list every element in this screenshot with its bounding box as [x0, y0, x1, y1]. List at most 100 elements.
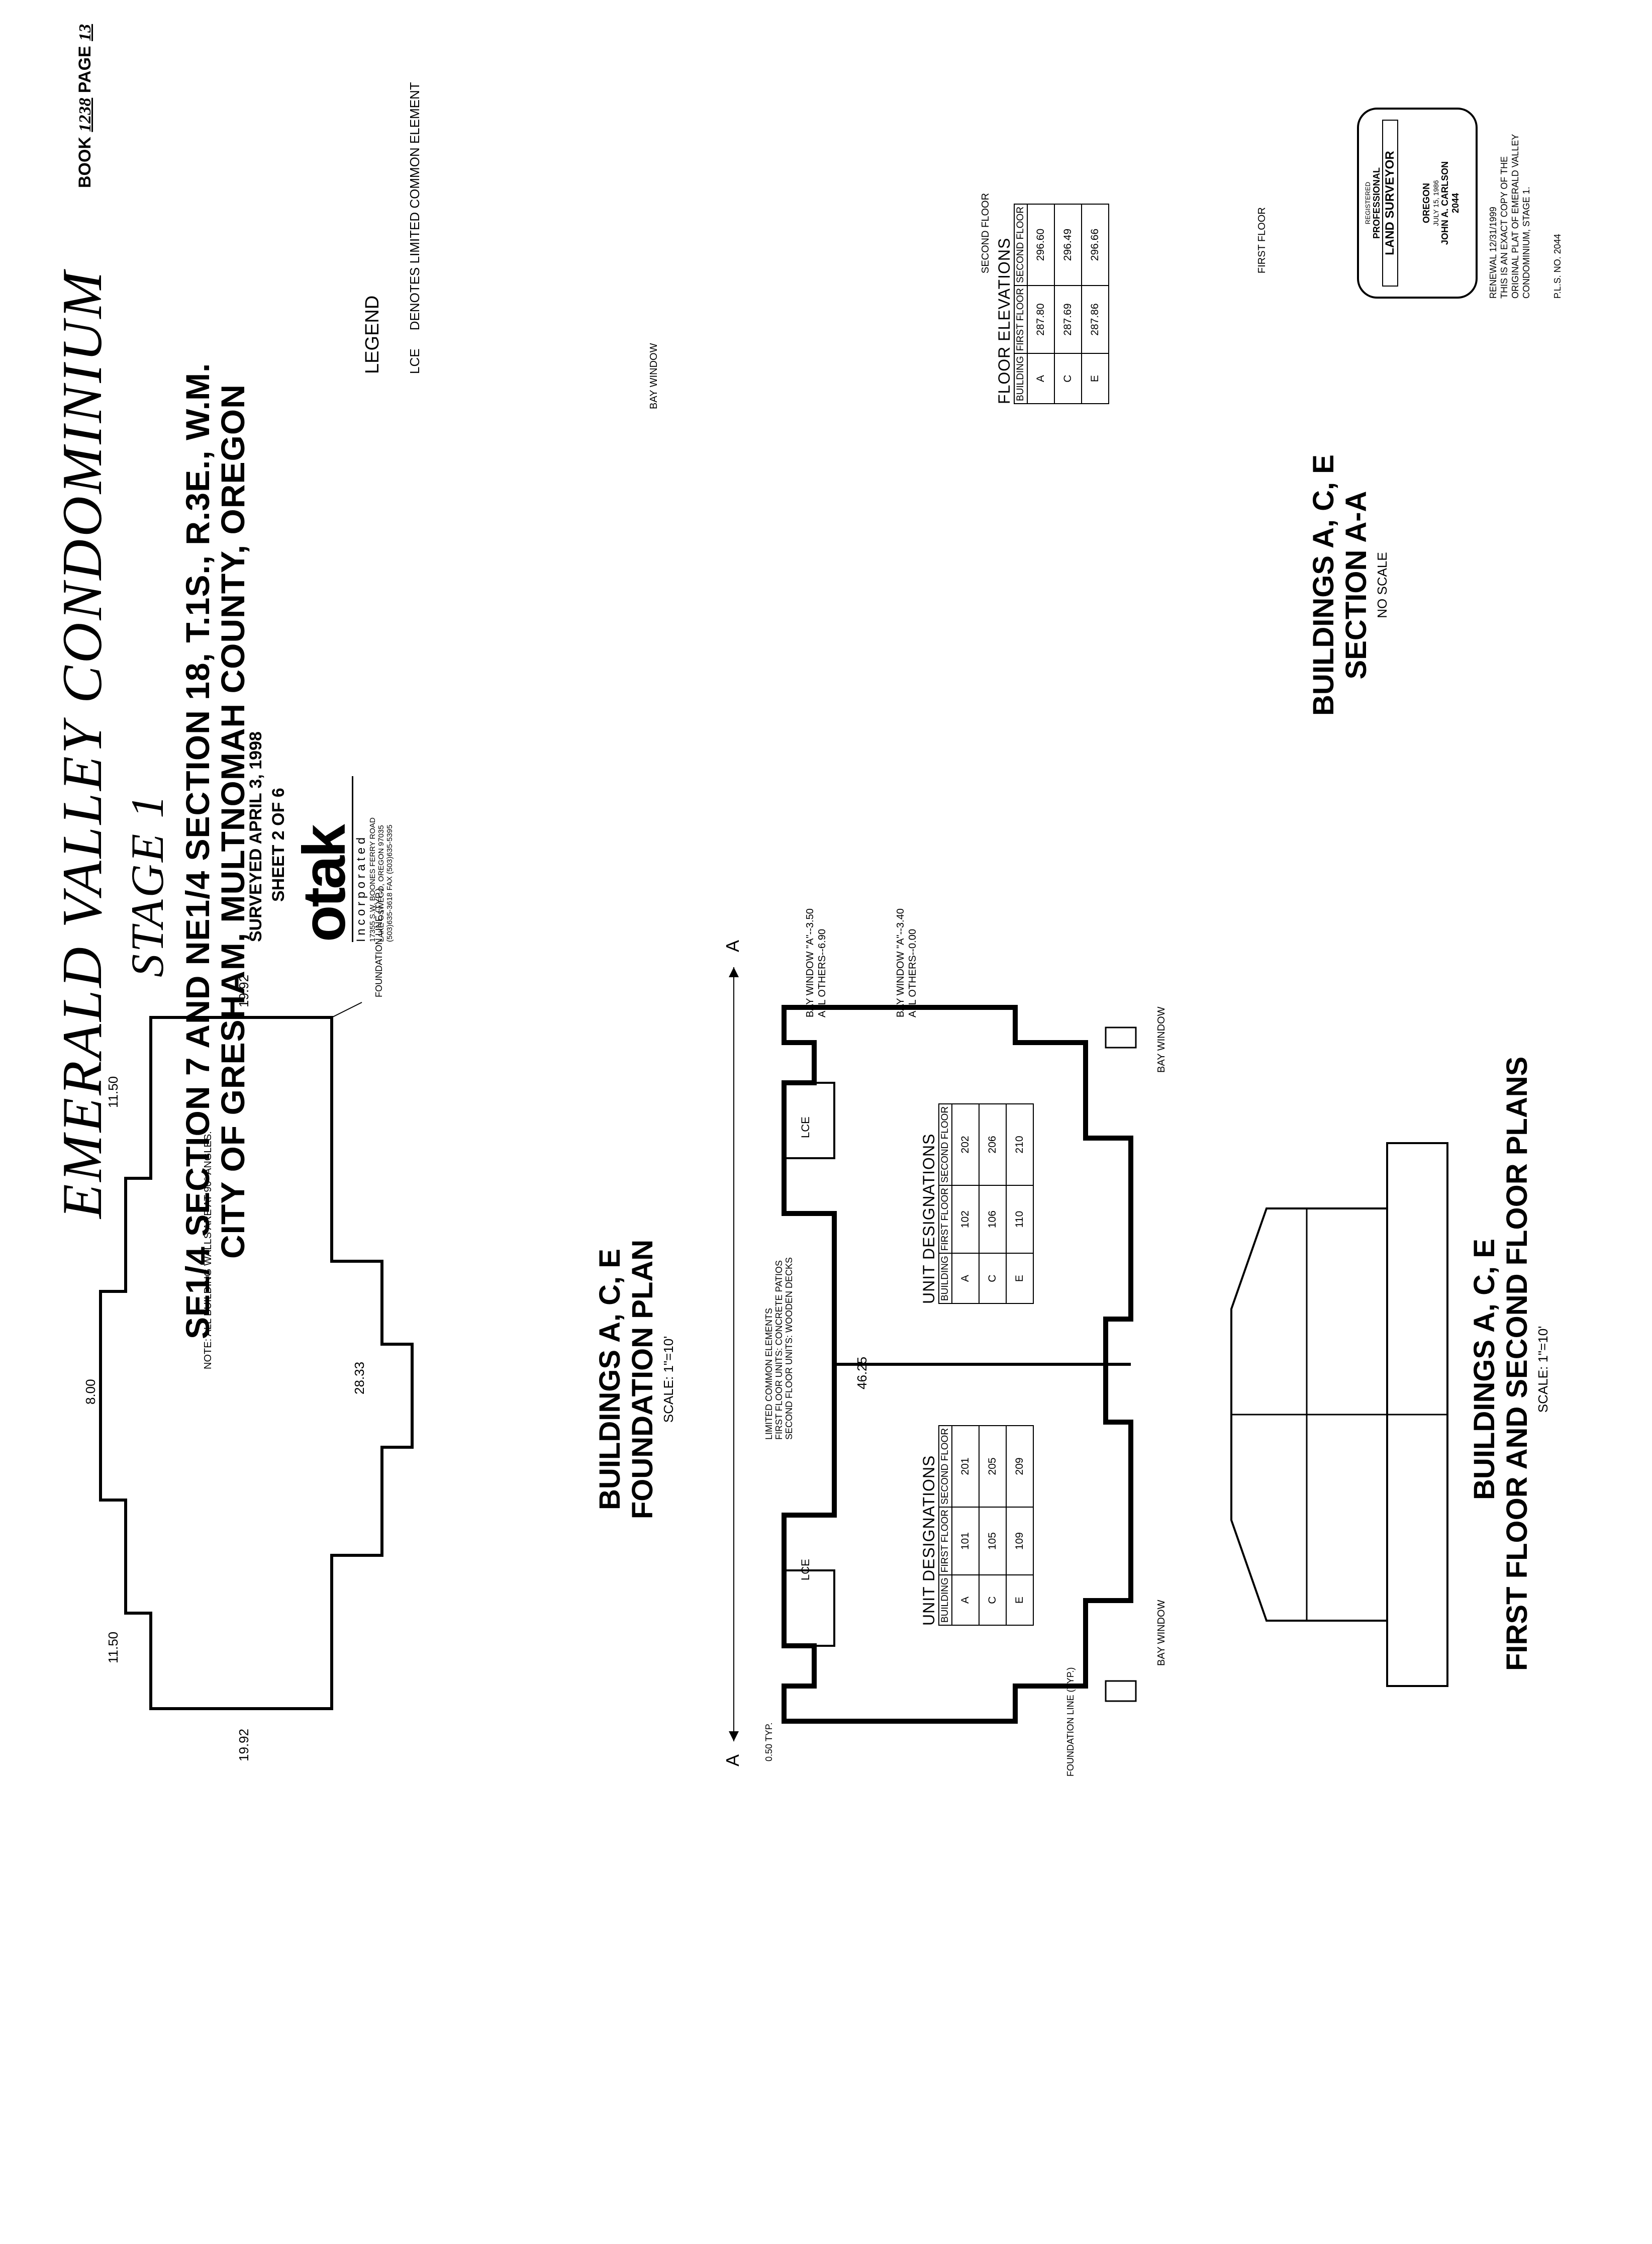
foundation-outline	[99, 1016, 414, 1710]
lce-note-line-3: SECOND FLOOR UNITS: WOODEN DECKS	[784, 1257, 794, 1440]
th: BUILDING	[939, 1253, 952, 1303]
foundation-dim: 28.33	[352, 1361, 367, 1394]
cell: A	[1027, 353, 1054, 404]
section-marker-right: A	[722, 940, 743, 952]
cell: 105	[979, 1507, 1006, 1575]
th: FIRST FLOOR	[939, 1507, 952, 1575]
signature-space	[1532, 134, 1552, 299]
section-upper-others: ALL OTHERS--6.90	[817, 929, 828, 1017]
th: FIRST FLOOR	[1014, 285, 1027, 354]
second-floor-label: SECOND FLOOR	[980, 193, 991, 273]
floorplan-outline	[782, 1005, 1133, 1724]
th: SECOND FLOOR	[939, 1425, 952, 1507]
section-upper-bay: BAY WINDOW "A"--3.50	[805, 908, 816, 1017]
typ-label: 0.50 TYP.	[764, 1722, 774, 1761]
th: BUILDING	[939, 1575, 952, 1625]
certification: RENEWAL 12/31/1999 THIS IS AN EXACT COPY…	[1488, 134, 1563, 299]
section-marker-left: A	[722, 1754, 743, 1766]
section-note-upper: BAY WINDOW "A"--3.50 ALL OTHERS--6.90	[804, 908, 828, 1017]
cell: 296.60	[1027, 204, 1054, 286]
floorplan-subtitle: FIRST FLOOR AND SECOND FLOOR PLANS	[1501, 1056, 1533, 1671]
section-lower-bay: BAY WINDOW "A"--3.40	[895, 908, 906, 1017]
bay-window-label-left: BAY WINDOW	[1156, 1600, 1167, 1666]
foundation-dim: 11.50	[106, 1076, 121, 1108]
foundation-subtitle: FOUNDATION PLAN	[626, 1239, 659, 1520]
stamp-number: 2044	[1450, 193, 1461, 214]
lce-patio-left	[783, 1569, 835, 1647]
unit-table-title: UNIT DESIGNATIONS	[920, 1455, 938, 1626]
th: BUILDING	[1014, 353, 1027, 404]
surveyor-stamp: REGISTERED PROFESSIONAL LAND SURVEYOR OR…	[1357, 108, 1478, 299]
foundation-title: BUILDINGS A, C, E	[594, 1249, 626, 1510]
cell: 296.66	[1082, 204, 1109, 286]
cell: 287.86	[1082, 285, 1109, 354]
bay-window-left	[1105, 1680, 1137, 1702]
floorplan-scale: SCALE: 1"=10'	[1535, 1326, 1550, 1413]
cell: C	[979, 1575, 1006, 1625]
foundation-line-label-fp: FOUNDATION LINE (TYP.)	[1065, 1667, 1076, 1776]
cert-line-3: CONDOMINIUM, STAGE 1.	[1521, 186, 1531, 299]
bay-window-right	[1105, 1026, 1137, 1049]
cell: 202	[952, 1103, 979, 1185]
cell: 109	[1006, 1507, 1033, 1575]
lce-label-left: LCE	[799, 1559, 812, 1580]
floorplan-title: BUILDINGS A, C, E	[1468, 1239, 1501, 1500]
cell: 205	[979, 1425, 1006, 1507]
section-title: BUILDINGS A, C, E	[1307, 454, 1340, 716]
lce-note-line-1: LIMITED COMMON ELEMENTS	[764, 1307, 774, 1440]
foundation-scale: SCALE: 1"=10'	[661, 1336, 676, 1423]
th: SECOND FLOOR	[939, 1103, 952, 1185]
lce-label-right: LCE	[799, 1116, 812, 1138]
section-subtitle: SECTION A-A	[1340, 491, 1373, 680]
stamp-date: JULY 15, 1986	[1432, 180, 1440, 226]
lce-note-line-2: FIRST FLOOR UNITS: CONCRETE PATIOS	[774, 1260, 784, 1440]
cell: A	[952, 1575, 979, 1625]
renewal: RENEWAL 12/31/1999	[1488, 207, 1498, 299]
stamp-signature	[1398, 110, 1421, 297]
lce-callout: LIMITED COMMON ELEMENTS FIRST FLOOR UNIT…	[764, 1257, 794, 1440]
first-floor-label: FIRST FLOOR	[1256, 207, 1268, 273]
cell: C	[979, 1253, 1006, 1303]
section-bay-window-label: BAY WINDOW	[648, 343, 659, 409]
foundation-note: NOTE: ALL BUILDING WALLS ARE AT 90° ANGL…	[203, 1131, 214, 1369]
stamp-state: OREGON	[1421, 183, 1431, 224]
cert-line-2: ORIGINAL PLAT OF EMERALD VALLEY	[1510, 134, 1520, 299]
cell: 287.80	[1027, 285, 1054, 354]
cell: 201	[952, 1425, 979, 1507]
foundation-leader	[331, 1002, 362, 1018]
cell: A	[952, 1253, 979, 1303]
cell: E	[1082, 353, 1109, 404]
section-arrow-left	[729, 1731, 739, 1741]
cell: C	[1054, 353, 1082, 404]
unit-table-title: UNIT DESIGNATIONS	[920, 1133, 938, 1304]
th: FIRST FLOOR	[939, 1185, 952, 1254]
lce-patio-right	[783, 1082, 835, 1159]
th: SECOND FLOOR	[1014, 204, 1027, 286]
stamp-registered: REGISTERED	[1364, 181, 1372, 225]
section-arrow-right	[729, 967, 739, 977]
cell: E	[1006, 1575, 1033, 1625]
cell: E	[1006, 1253, 1033, 1303]
cell: 287.69	[1054, 285, 1082, 354]
cell: 101	[952, 1507, 979, 1575]
foundation-line-label: FOUNDATION LINE (TYP.)	[374, 888, 384, 997]
foundation-dim: 11.50	[106, 1631, 121, 1663]
stamp-land-surveyor: LAND SURVEYOR	[1382, 120, 1398, 287]
section-scale: NO SCALE	[1375, 552, 1390, 618]
cell: 209	[1006, 1425, 1033, 1507]
cell: 206	[979, 1103, 1006, 1185]
floorplan-dim-width: 46.25	[854, 1356, 869, 1389]
floor-elevations-title: FLOOR ELEVATIONS	[995, 237, 1013, 404]
stamp-name: JOHN A. CARLSON	[1440, 161, 1450, 245]
stamp-professional: PROFESSIONAL	[1372, 167, 1382, 239]
pls-number: P.L.S. NO. 2044	[1552, 234, 1563, 299]
section-lower-others: ALL OTHERS--0.00	[907, 929, 918, 1017]
foundation-dim: 19.92	[236, 1728, 251, 1761]
